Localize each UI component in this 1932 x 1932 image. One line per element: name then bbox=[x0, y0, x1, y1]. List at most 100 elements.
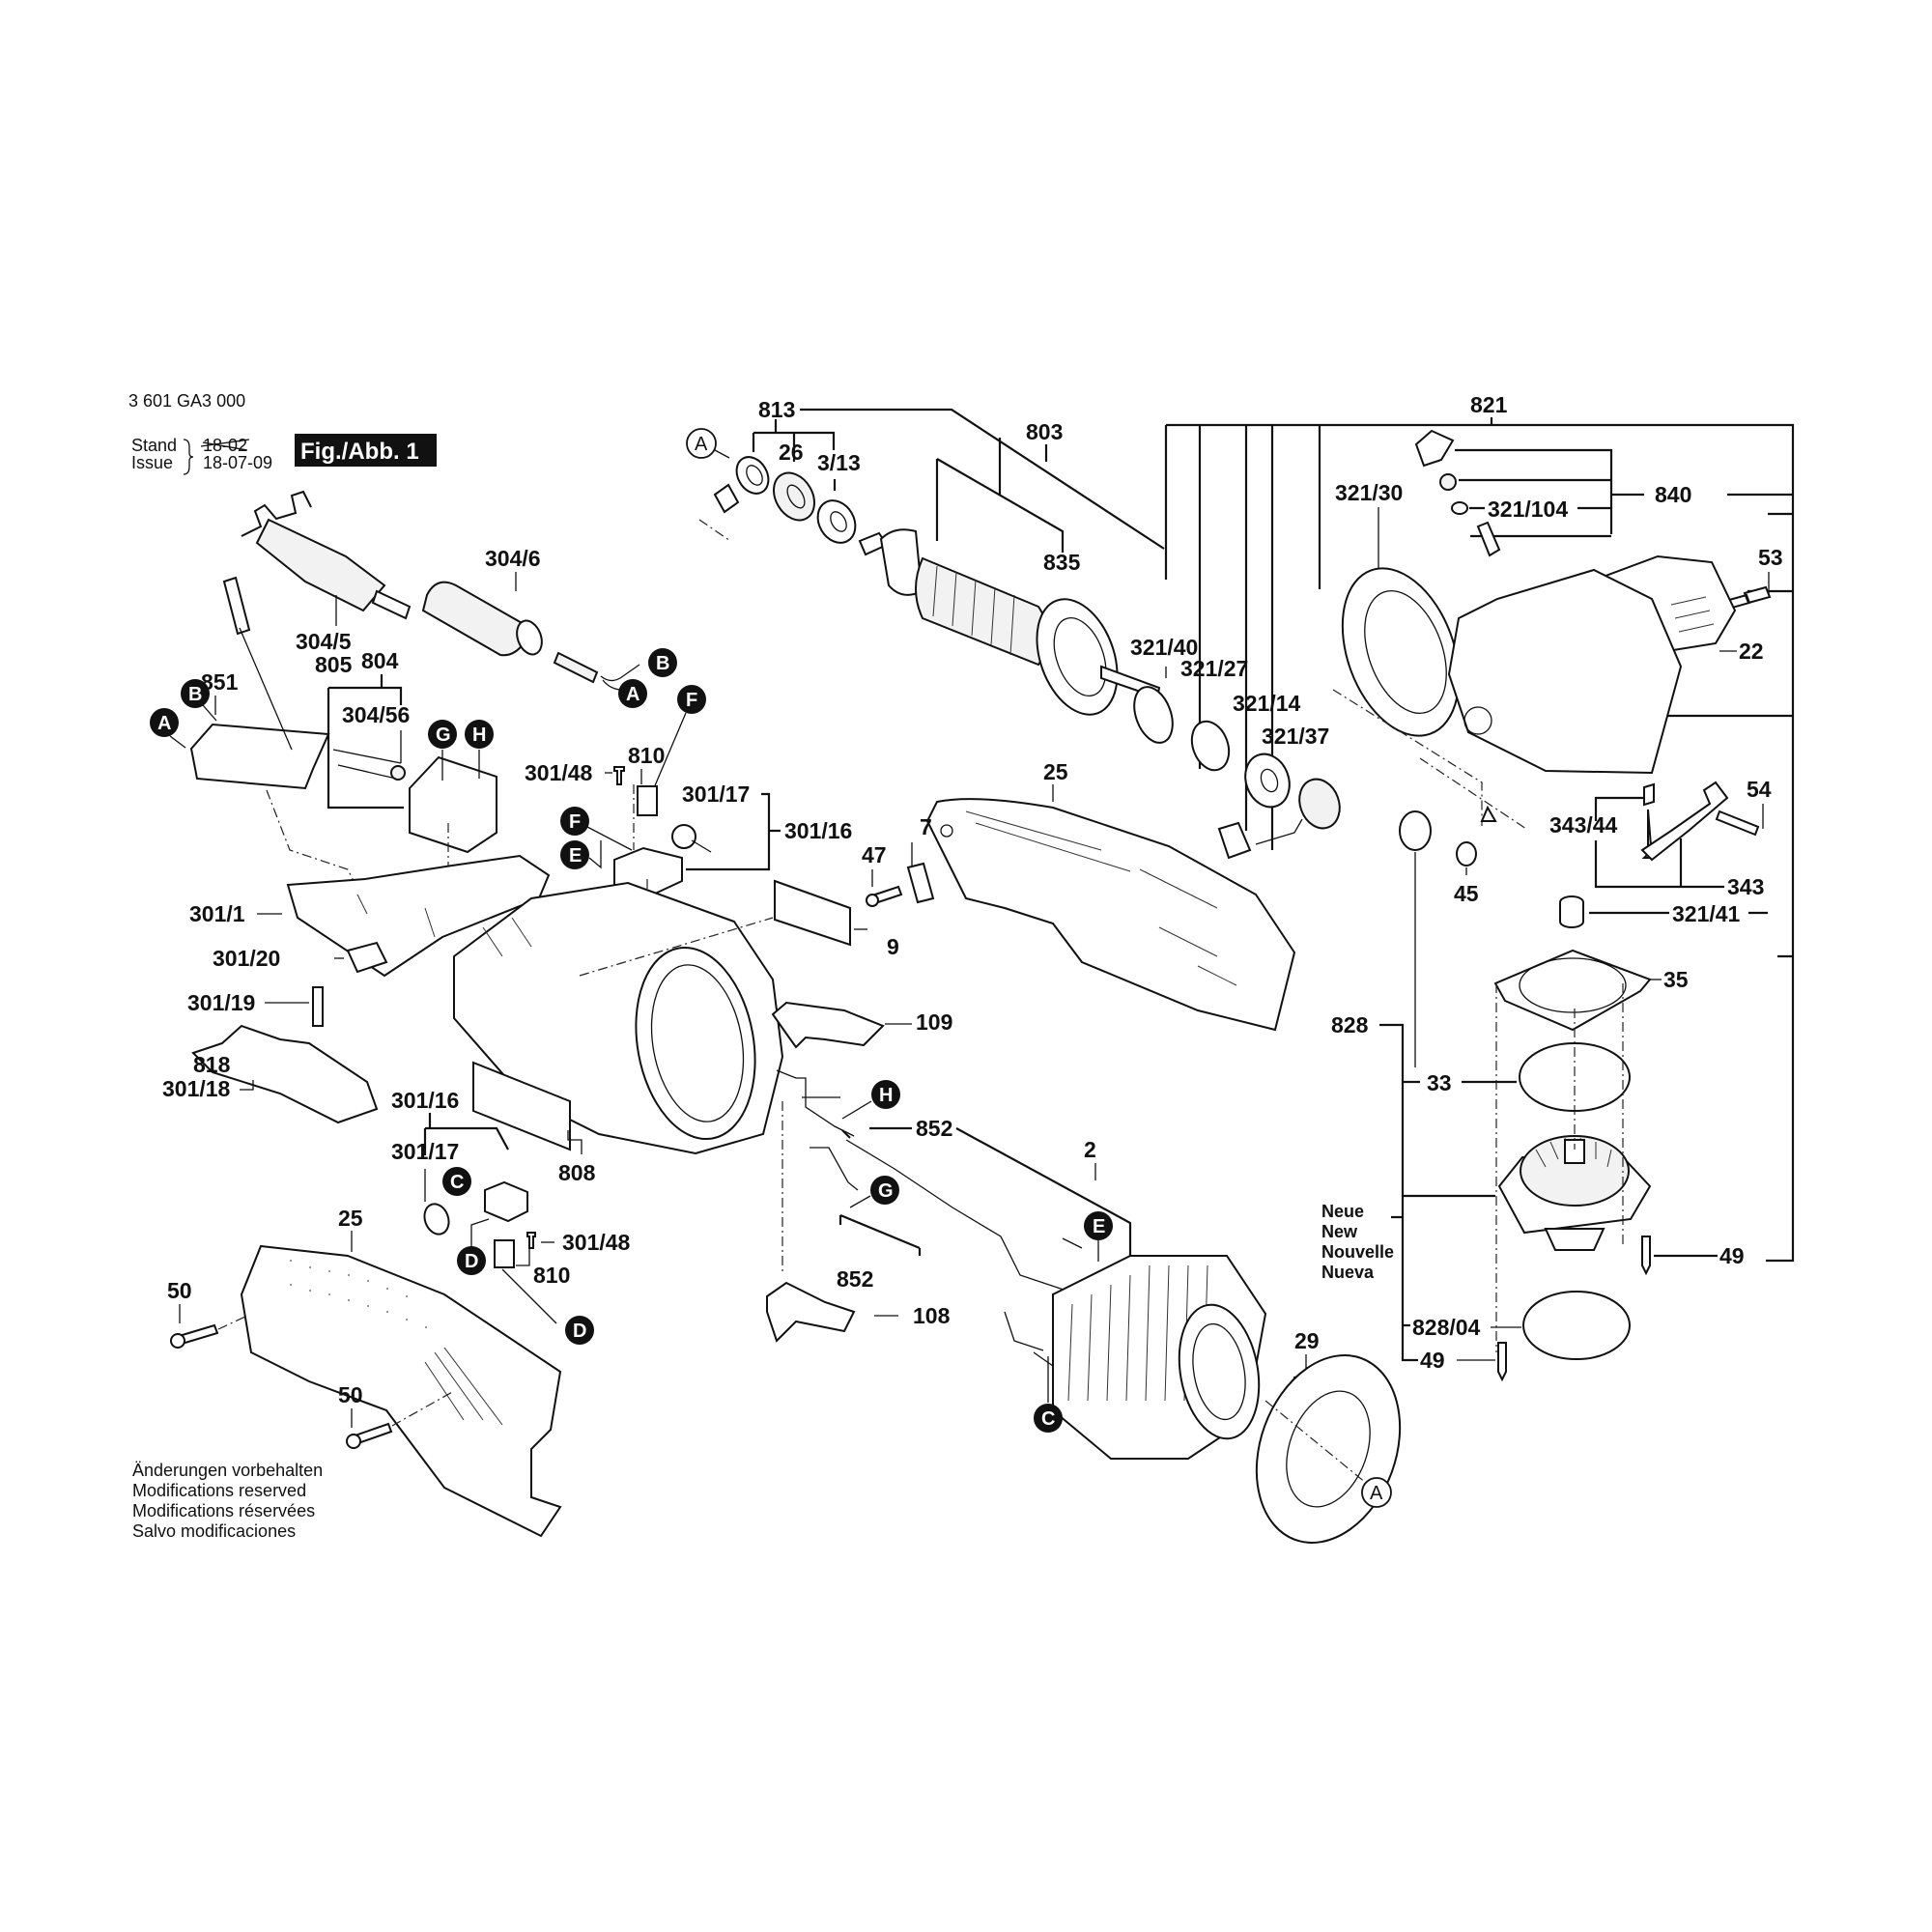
wire-f bbox=[652, 712, 687, 791]
leader-804 bbox=[327, 674, 404, 810]
part-label-109: 109 bbox=[916, 1009, 952, 1035]
lever-343 bbox=[1640, 781, 1729, 862]
marker-d-holder: D bbox=[457, 1246, 486, 1275]
brush-wire bbox=[501, 1268, 557, 1324]
part-label-47: 47 bbox=[862, 842, 887, 867]
svg-text:A: A bbox=[626, 684, 639, 705]
marker-e-holder: E bbox=[560, 840, 589, 869]
issue-date: 18-07-09 bbox=[203, 453, 272, 472]
part-label-818: 818 bbox=[193, 1052, 231, 1077]
part-label-804: 804 bbox=[361, 648, 399, 673]
part-label-53: 53 bbox=[1758, 545, 1783, 570]
part-label-821: 821 bbox=[1470, 392, 1508, 417]
leader-343 bbox=[1594, 796, 1724, 889]
spring-343-44 bbox=[1643, 782, 1655, 807]
new-note-es: Nueva bbox=[1321, 1263, 1375, 1282]
marker-h-block: H bbox=[465, 720, 494, 749]
marker-g-wire: G bbox=[870, 1176, 899, 1205]
screw-head bbox=[170, 1333, 185, 1349]
screw-301-48-bottom bbox=[526, 1232, 536, 1249]
part-label-301-18: 301/18 bbox=[162, 1076, 231, 1101]
part-label-840: 840 bbox=[1655, 482, 1691, 507]
svg-text:C: C bbox=[450, 1172, 464, 1193]
spring-301-17 bbox=[671, 824, 696, 849]
screw-49-bottom bbox=[1497, 1342, 1507, 1382]
svg-text:A: A bbox=[1370, 1483, 1383, 1504]
armature-835 bbox=[858, 528, 1161, 716]
wire-h bbox=[776, 1069, 855, 1137]
nut-304-56 bbox=[390, 765, 406, 781]
switch-851 bbox=[189, 723, 330, 790]
gear-housing bbox=[1447, 568, 1683, 775]
leader-marker-a bbox=[714, 449, 730, 459]
svg-text:E: E bbox=[569, 845, 582, 867]
svg-text:G: G bbox=[878, 1180, 894, 1202]
part-label-9: 9 bbox=[887, 934, 899, 959]
connector-wires bbox=[332, 749, 402, 780]
part-label-301-48-top: 301/48 bbox=[525, 760, 593, 785]
part-label-813: 813 bbox=[758, 397, 795, 422]
part-label-25-bottom: 25 bbox=[338, 1206, 363, 1231]
cover-109 bbox=[771, 1001, 885, 1049]
arrow-leader bbox=[1255, 818, 1303, 845]
axis-line bbox=[1264, 1400, 1373, 1489]
part-label-301-16-top: 301/16 bbox=[784, 818, 852, 843]
part-label-301-48-bottom: 301/48 bbox=[562, 1230, 631, 1255]
footer-notice-fr: Modifications réservées bbox=[132, 1501, 315, 1520]
part-label-304-5: 304/5 bbox=[296, 629, 352, 654]
svg-text:G: G bbox=[436, 724, 451, 746]
svg-text:A: A bbox=[157, 713, 171, 734]
new-note-de: Neue bbox=[1321, 1202, 1364, 1221]
leader-821 bbox=[1164, 417, 1795, 1263]
screw-49-right bbox=[1641, 1236, 1651, 1276]
power-plug-304-5 bbox=[241, 490, 412, 620]
flange-inner bbox=[1364, 589, 1447, 715]
leader-803 bbox=[935, 438, 1065, 553]
brace-icon bbox=[183, 439, 194, 475]
marker-leader bbox=[849, 1195, 871, 1208]
leader-301-18 bbox=[240, 1080, 254, 1091]
circlip-321-40 bbox=[1133, 686, 1174, 744]
marker-a-top: A bbox=[686, 428, 717, 459]
bearing-813 bbox=[735, 456, 770, 495]
axis-line bbox=[1332, 689, 1527, 830]
part-label-301-1: 301/1 bbox=[189, 901, 245, 926]
axis-line bbox=[217, 1315, 248, 1330]
part-label-852-top: 852 bbox=[916, 1116, 952, 1141]
axis-line bbox=[266, 789, 449, 909]
spring-leg bbox=[691, 839, 712, 853]
part-label-343: 343 bbox=[1727, 874, 1764, 899]
part-label-7: 7 bbox=[920, 814, 932, 839]
part-label-808: 808 bbox=[558, 1160, 596, 1185]
leader-810-bottom bbox=[516, 1246, 530, 1266]
part-label-33: 33 bbox=[1427, 1070, 1452, 1095]
switch-lever-818 bbox=[191, 1024, 379, 1124]
spring-301-19 bbox=[312, 986, 324, 1027]
field-coil-2 bbox=[1052, 1255, 1267, 1460]
spring-301-17-bottom bbox=[423, 1203, 450, 1236]
plate-35 bbox=[1493, 949, 1652, 1032]
part-label-835: 835 bbox=[1043, 550, 1081, 575]
part-label-321-14: 321/14 bbox=[1233, 691, 1301, 716]
rating-label-808 bbox=[472, 1061, 571, 1151]
svg-text:D: D bbox=[465, 1251, 478, 1272]
svg-text:F: F bbox=[569, 811, 581, 833]
spring-301-20 bbox=[346, 941, 388, 974]
part-label-301-17-top: 301/17 bbox=[682, 781, 750, 807]
part-label-301-20: 301/20 bbox=[213, 946, 280, 971]
baffle-inner bbox=[1286, 1390, 1371, 1508]
housing-boss bbox=[1463, 706, 1492, 735]
part-label-22: 22 bbox=[1739, 639, 1764, 664]
part-label-25-top: 25 bbox=[1043, 759, 1068, 784]
part-label-26: 26 bbox=[779, 440, 804, 465]
sleeve-end bbox=[516, 619, 543, 656]
leader-45 bbox=[1414, 852, 1467, 1067]
marker-leader bbox=[841, 1100, 872, 1120]
axis-line bbox=[698, 519, 731, 542]
brush-holder-bottom bbox=[484, 1180, 528, 1223]
figure-label: Fig./Abb. 1 bbox=[300, 439, 419, 465]
leader-828 bbox=[1379, 1023, 1495, 1362]
wire-g bbox=[810, 1139, 1079, 1295]
label-plate-9 bbox=[774, 879, 851, 947]
